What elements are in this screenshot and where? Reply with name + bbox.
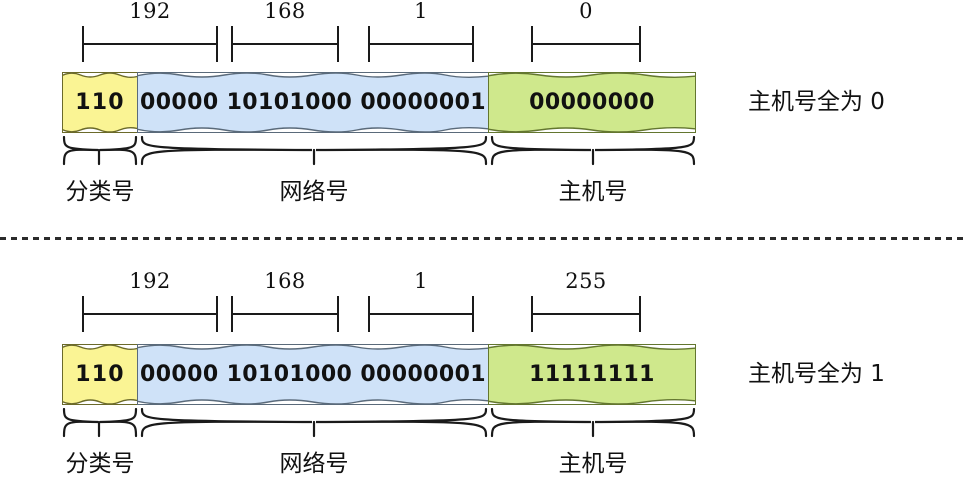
octet-ruler: 192 168 1 0 bbox=[0, 0, 963, 62]
ruler-line bbox=[531, 43, 641, 45]
ruler-span-octet-4: 0 bbox=[531, 0, 641, 62]
octet-ruler: 192 168 1 255 bbox=[0, 269, 963, 332]
brace-host-field bbox=[490, 136, 696, 166]
ruler-line bbox=[531, 313, 641, 315]
wavy-edge-icon bbox=[138, 127, 488, 132]
address-bar: 110 00000 10101000 00000001 bbox=[62, 344, 696, 405]
wavy-edge-icon bbox=[489, 127, 695, 132]
wavy-edge-icon bbox=[63, 127, 137, 132]
network-field-value: 00000 10101000 00000001 bbox=[140, 362, 486, 387]
host-field-value: 11111111 bbox=[529, 362, 655, 387]
ruler-label-octet-1: 192 bbox=[129, 0, 171, 23]
ruler-label-octet-2: 168 bbox=[264, 269, 306, 293]
network-field-segment: 00000 10101000 00000001 bbox=[137, 344, 489, 405]
group-label-network: 网络号 bbox=[279, 179, 349, 205]
wavy-edge-icon bbox=[489, 399, 695, 404]
ruler-line bbox=[82, 43, 218, 45]
brace-class-field bbox=[62, 136, 138, 166]
ruler-label-octet-1: 192 bbox=[129, 269, 171, 293]
section-divider bbox=[0, 237, 963, 240]
address-bar: 110 00000 10101000 00000001 bbox=[62, 72, 696, 133]
group-label-network: 网络号 bbox=[279, 451, 349, 477]
class-field-segment: 110 bbox=[62, 344, 138, 405]
network-field-segment: 00000 10101000 00000001 bbox=[137, 72, 489, 133]
wavy-edge-icon bbox=[138, 399, 488, 404]
brace-network-field bbox=[140, 408, 488, 438]
wavy-edge-icon bbox=[63, 73, 137, 78]
class-field-value: 110 bbox=[75, 90, 125, 115]
ruler-span-octet-3: 1 bbox=[368, 269, 474, 332]
ruler-line bbox=[82, 313, 218, 315]
brace-class-field bbox=[62, 408, 138, 438]
ruler-line bbox=[231, 43, 339, 45]
ruler-line bbox=[368, 43, 474, 45]
group-label-class: 分类号 bbox=[65, 179, 135, 205]
ruler-label-octet-4: 0 bbox=[579, 0, 593, 23]
class-field-segment: 110 bbox=[62, 72, 138, 133]
ruler-span-octet-2: 168 bbox=[231, 0, 339, 62]
wavy-edge-icon bbox=[489, 73, 695, 78]
wavy-edge-icon bbox=[138, 73, 488, 78]
ruler-span-octet-1: 192 bbox=[82, 269, 218, 332]
class-field-value: 110 bbox=[75, 362, 125, 387]
ruler-span-octet-2: 168 bbox=[231, 269, 339, 332]
wavy-edge-icon bbox=[489, 345, 695, 350]
ruler-line bbox=[368, 313, 474, 315]
panel-broadcast-address: 192 168 1 255 1 bbox=[0, 248, 963, 485]
ruler-label-octet-2: 168 bbox=[264, 0, 306, 23]
ruler-label-octet-4: 255 bbox=[565, 269, 607, 293]
wavy-edge-icon bbox=[63, 399, 137, 404]
field-braces bbox=[0, 408, 963, 442]
brace-network-field bbox=[140, 136, 488, 166]
group-label-host: 主机号 bbox=[558, 451, 628, 477]
network-field-value: 00000 10101000 00000001 bbox=[140, 90, 486, 115]
wavy-edge-icon bbox=[138, 345, 488, 350]
ruler-span-octet-4: 255 bbox=[531, 269, 641, 332]
ruler-label-octet-3: 1 bbox=[414, 0, 428, 23]
ruler-label-octet-3: 1 bbox=[414, 269, 428, 293]
panel-note-network-address: 主机号全为 0 bbox=[748, 89, 885, 115]
host-field-segment: 00000000 bbox=[488, 72, 696, 133]
ruler-span-octet-3: 1 bbox=[368, 0, 474, 62]
panel-network-address: 192 168 1 0 110 bbox=[0, 0, 963, 228]
wavy-edge-icon bbox=[63, 345, 137, 350]
panel-note-broadcast-address: 主机号全为 1 bbox=[748, 361, 885, 387]
ruler-line bbox=[231, 313, 339, 315]
group-label-host: 主机号 bbox=[558, 179, 628, 205]
group-label-class: 分类号 bbox=[65, 451, 135, 477]
brace-host-field bbox=[490, 408, 696, 438]
field-braces bbox=[0, 136, 963, 170]
host-field-segment: 11111111 bbox=[488, 344, 696, 405]
host-field-value: 00000000 bbox=[529, 90, 655, 115]
ruler-span-octet-1: 192 bbox=[82, 0, 218, 62]
